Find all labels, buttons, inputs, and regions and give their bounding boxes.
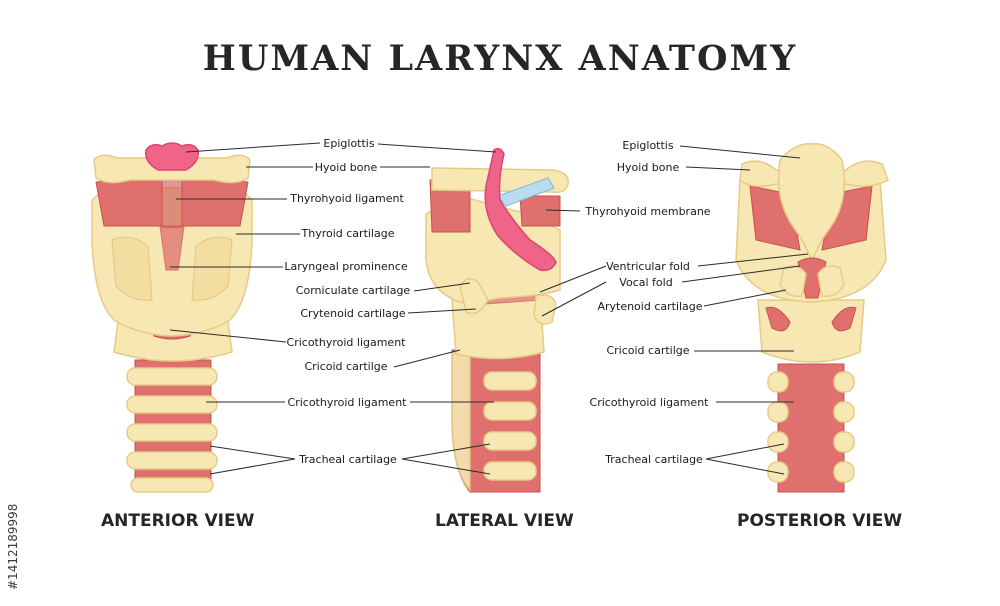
thyrohyoid-ligament-anterior (95, 175, 249, 228)
heading-lateral-view: LATERAL VIEW (435, 511, 574, 531)
label-crytenoid-cartilage: Crytenoid cartilage (300, 307, 406, 320)
thyroid-cartilage-lateral (425, 179, 561, 305)
label-tracheal-cartilage-left: Tracheal cartilage (299, 453, 397, 466)
epiglottis-anterior (145, 142, 199, 171)
trachea-lateral (451, 349, 541, 493)
stock-id-text: #1412189998 (6, 504, 20, 590)
heading-anterior-view: ANTERIOR VIEW (101, 511, 255, 531)
trachea-anterior (126, 359, 218, 493)
vocal-folds-posterior (779, 257, 845, 299)
label-arytenoid-cartilage: Arytenoid cartilage (597, 300, 703, 313)
leader-lines-posterior (679, 145, 809, 475)
arytenoid-lateral (459, 278, 557, 325)
label-hyoid-bone-left: Hyoid bone (314, 161, 378, 174)
label-tracheal-cartilage-right: Tracheal cartilage (605, 453, 703, 466)
cricoid-posterior (757, 299, 865, 363)
label-epiglottis-left: Epiglottis (323, 137, 375, 150)
label-cricoid-cartilge-left: Cricoid cartilge (304, 360, 388, 373)
anterior-view (91, 142, 253, 493)
leader-lines-lateral (377, 143, 607, 475)
label-thyrohyoid-membrane: Thyrohyoid membrane (585, 205, 711, 218)
trachea-posterior (767, 363, 855, 493)
epiglottis-posterior (777, 143, 845, 265)
posterior-view (735, 143, 889, 493)
label-cricothyroid-ligament-upper: Cricothyroid ligament (286, 336, 406, 349)
label-corniculate-cartilage: Corniculate cartilage (295, 284, 411, 297)
leader-lines-anterior (169, 142, 321, 475)
label-thyrohyoid-ligament: Thyrohyoid ligament (290, 192, 404, 205)
lateral-view (425, 147, 569, 493)
label-cricothyroid-ligament-left: Cricothyroid ligament (287, 396, 407, 409)
membrane-lateral (497, 177, 555, 207)
stock-id: #1412189998 (6, 504, 20, 590)
label-epiglottis-right: Epiglottis (622, 139, 674, 152)
label-laryngeal-prominence: Laryngeal prominence (284, 260, 408, 273)
label-hyoid-bone-right: Hyoid bone (616, 161, 680, 174)
label-ventricular-fold: Ventricular fold (606, 260, 690, 273)
epiglottis-lateral (484, 147, 557, 272)
diagram-title: HUMAN LARYNX ANATOMY (202, 38, 798, 79)
label-cricoid-cartilge-right: Cricoid cartilge (606, 344, 690, 357)
label-thyroid-cartilage: Thyroid cartilage (301, 227, 395, 240)
heading-posterior-view: POSTERIOR VIEW (737, 511, 903, 531)
label-cricothyroid-ligament-right: Cricothyroid ligament (589, 396, 709, 409)
label-vocal-fold: Vocal fold (619, 276, 673, 289)
